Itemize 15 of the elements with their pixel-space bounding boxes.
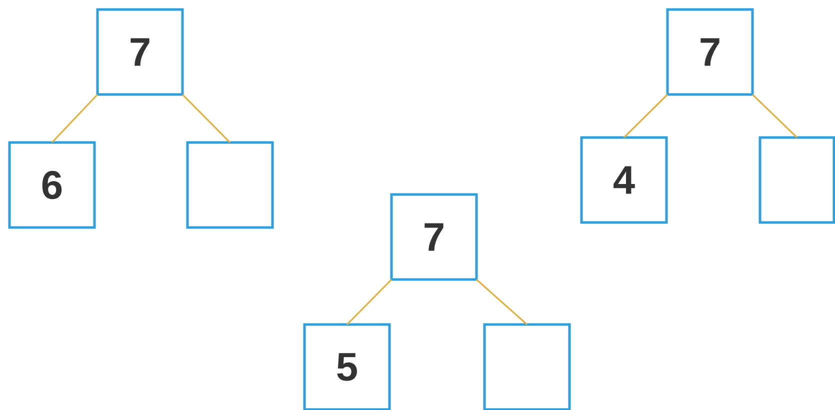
number-box: 7 xyxy=(390,193,478,281)
connector-line xyxy=(51,94,98,144)
number-box: 7 xyxy=(96,8,184,96)
number-box: 4 xyxy=(580,136,668,224)
empty-box xyxy=(483,323,571,410)
connector-line xyxy=(623,94,668,138)
number-box: 7 xyxy=(666,8,754,96)
connector-line xyxy=(752,94,798,138)
number-box: 5 xyxy=(303,323,391,410)
connector-line xyxy=(182,94,231,144)
connector-line xyxy=(476,278,528,326)
connector-line xyxy=(346,278,392,326)
empty-box xyxy=(758,136,835,224)
number-box: 6 xyxy=(8,141,96,229)
empty-box xyxy=(186,141,274,229)
